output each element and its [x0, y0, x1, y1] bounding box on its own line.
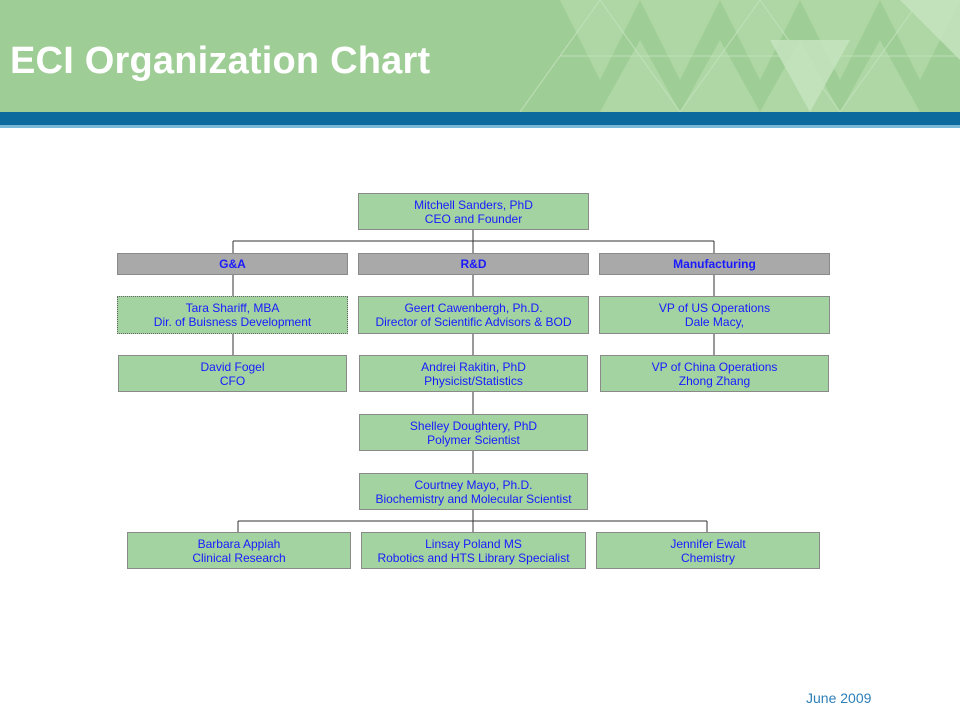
- node-rd-3: Shelley Doughtery, PhD Polymer Scientist: [359, 414, 588, 451]
- page-title: ECI Organization Chart: [10, 40, 431, 82]
- node-name: Geert Cawenbergh, Ph.D.: [404, 301, 543, 315]
- node-name: Courtney Mayo, Ph.D.: [414, 477, 533, 492]
- decorative-triangle-pattern: [519, 0, 960, 112]
- node-role: Zhong Zhang: [678, 373, 751, 388]
- dept-ga: G&A: [117, 253, 348, 275]
- node-rd-1: Geert Cawenbergh, Ph.D. Director of Scie…: [358, 296, 589, 334]
- header-banner: ECI Organization Chart: [0, 0, 960, 112]
- node-name: VP of US Operations: [658, 301, 771, 315]
- node-name: David Fogel: [200, 359, 265, 374]
- node-role: Dir. of Buisness Development: [153, 315, 312, 329]
- node-role: Biochemistry and Molecular Scientist: [375, 491, 572, 506]
- node-report-3: Jennifer Ewalt Chemistry: [596, 532, 820, 569]
- node-rd-2: Andrei Rakitin, PhD Physicist/Statistics: [359, 355, 588, 392]
- node-role: Director of Scientific Advisors & BOD: [375, 315, 572, 329]
- header-rule-light: [0, 125, 960, 128]
- node-name: Mitchell Sanders, PhD: [414, 197, 533, 212]
- node-name: Tara Shariff, MBA: [185, 301, 280, 315]
- node-name: Jennifer Ewalt: [670, 536, 746, 551]
- node-name: Linsay Poland MS: [425, 536, 522, 551]
- node-role: Clinical Research: [192, 550, 286, 565]
- node-report-1: Barbara Appiah Clinical Research: [127, 532, 351, 569]
- node-name: VP of China Operations: [651, 359, 778, 374]
- node-role: Physicist/Statistics: [424, 373, 523, 388]
- node-role: Dale Macy,: [684, 315, 745, 329]
- node-role: Polymer Scientist: [427, 432, 520, 447]
- node-mfg-2: VP of China Operations Zhong Zhang: [600, 355, 829, 392]
- node-ga-2: David Fogel CFO: [118, 355, 347, 392]
- node-role: Chemistry: [680, 550, 735, 565]
- dept-rd: R&D: [358, 253, 589, 275]
- footer-date: June 2009: [806, 690, 872, 706]
- node-role: CEO and Founder: [424, 211, 523, 226]
- node-ga-1: Tara Shariff, MBA Dir. of Buisness Devel…: [117, 296, 348, 334]
- node-name: Barbara Appiah: [197, 536, 281, 551]
- node-name: Andrei Rakitin, PhD: [421, 359, 526, 374]
- header-rule: [0, 112, 960, 125]
- dept-manufacturing: Manufacturing: [599, 253, 830, 275]
- node-role: CFO: [219, 373, 246, 388]
- node-rd-4: Courtney Mayo, Ph.D. Biochemistry and Mo…: [359, 473, 588, 510]
- node-report-2: Linsay Poland MS Robotics and HTS Librar…: [361, 532, 586, 569]
- node-role: Robotics and HTS Library Specialist: [377, 550, 570, 565]
- node-name: Shelley Doughtery, PhD: [409, 418, 538, 433]
- node-ceo: Mitchell Sanders, PhD CEO and Founder: [358, 193, 589, 230]
- node-mfg-1: VP of US Operations Dale Macy,: [599, 296, 830, 334]
